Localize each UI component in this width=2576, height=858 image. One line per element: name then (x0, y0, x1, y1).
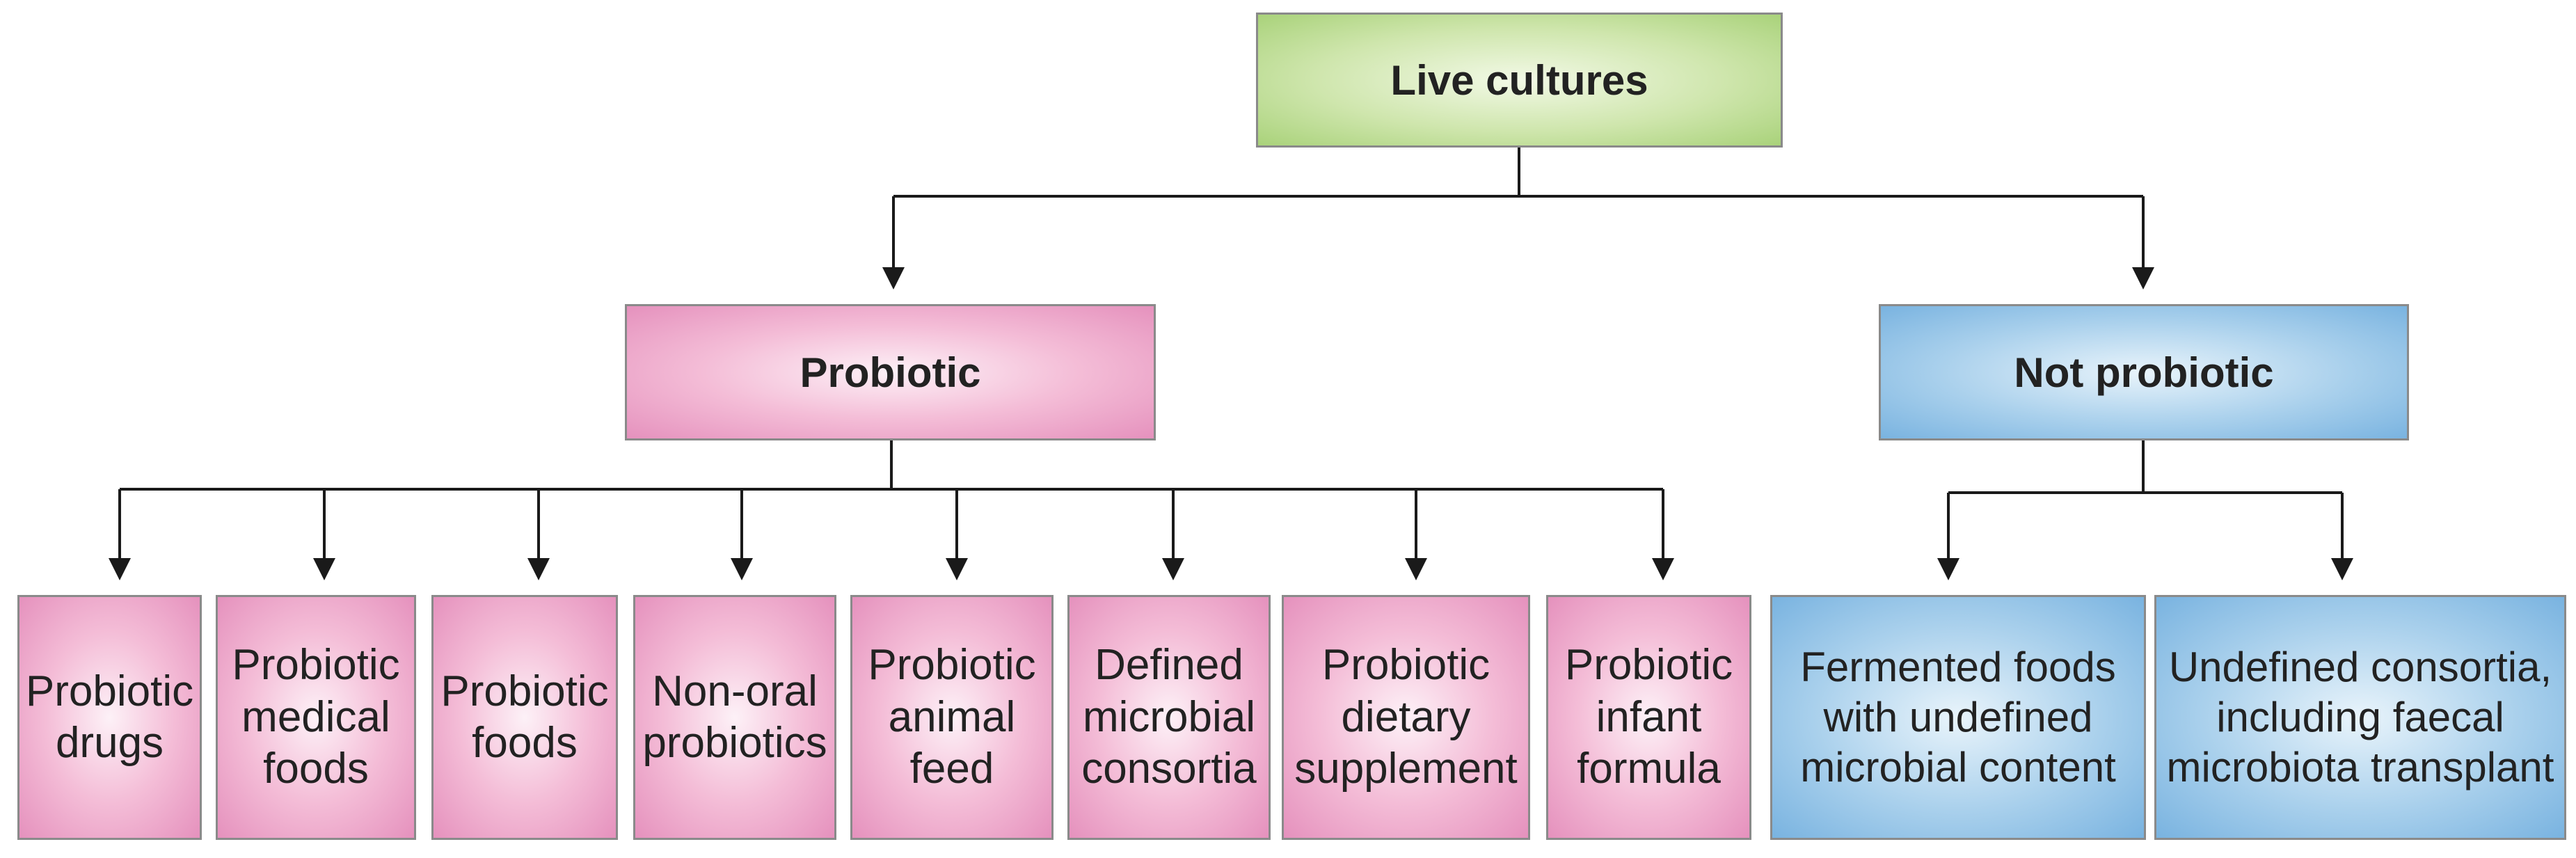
node-non-oral-probiotics: Non-oral probiotics (633, 595, 836, 840)
node-probiotic-foods-label: Probiotic foods (440, 667, 609, 767)
node-not-probiotic-label: Not probiotic (2014, 349, 2274, 396)
node-probiotic-foods: Probiotic foods (431, 595, 618, 840)
node-fermented-foods-label: Fermented foods with undefined microbial… (1800, 644, 2116, 791)
node-live-cultures-label: Live cultures (1390, 56, 1648, 104)
node-probiotic-label: Probiotic (800, 349, 981, 396)
node-probiotic-infant-formula: Probiotic infant formula (1546, 595, 1751, 840)
node-undefined-consortia-label: Undefined consortia, including faecal mi… (2166, 644, 2554, 791)
node-probiotic-animal-feed-label: Probiotic animal feed (868, 641, 1036, 793)
node-probiotic-dietary-supplement-label: Probiotic dietary supplement (1294, 641, 1518, 793)
node-probiotic-animal-feed: Probiotic animal feed (850, 595, 1054, 840)
node-probiotic: Probiotic (625, 304, 1156, 440)
node-fermented-foods: Fermented foods with undefined microbial… (1770, 595, 2146, 840)
node-non-oral-probiotics-label: Non-oral probiotics (642, 667, 827, 767)
node-probiotic-drugs-label: Probiotic drugs (25, 667, 194, 767)
node-probiotic-drugs: Probiotic drugs (17, 595, 202, 840)
node-defined-microbial-consortia-label: Defined microbial consortia (1081, 641, 1257, 793)
node-defined-microbial-consortia: Defined microbial consortia (1067, 595, 1271, 840)
node-live-cultures: Live cultures (1256, 13, 1783, 148)
node-probiotic-dietary-supplement: Probiotic dietary supplement (1282, 595, 1530, 840)
node-probiotic-infant-formula-label: Probiotic infant formula (1564, 641, 1733, 793)
node-undefined-consortia: Undefined consortia, including faecal mi… (2154, 595, 2566, 840)
node-not-probiotic: Not probiotic (1879, 304, 2409, 440)
node-probiotic-medical-foods-label: Probiotic medical foods (232, 641, 400, 793)
node-probiotic-medical-foods: Probiotic medical foods (216, 595, 416, 840)
